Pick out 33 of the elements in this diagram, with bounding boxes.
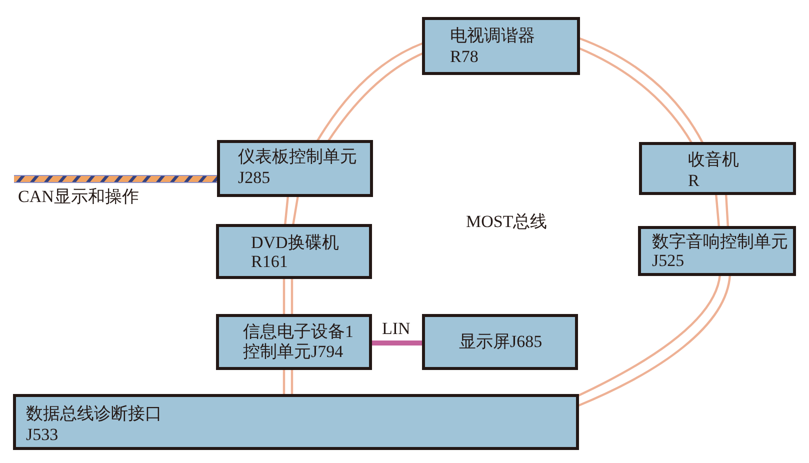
bus-line	[576, 273, 732, 408]
module-name: 电视调谐器	[450, 26, 535, 46]
module-name: 数据总线诊断接口	[26, 404, 162, 424]
bus-line	[316, 42, 425, 143]
module-box	[422, 314, 578, 370]
bus-line	[14, 175, 217, 183]
module-name: 数字音响控制单元	[652, 232, 788, 252]
module-box	[639, 142, 796, 195]
module-name: 仪表板控制单元	[238, 147, 357, 167]
module-box	[13, 394, 579, 450]
module-name: 显示屏J685	[459, 332, 542, 352]
bus-line	[372, 340, 422, 346]
module-name: 收音机	[688, 150, 739, 170]
part-number: J533	[26, 425, 58, 445]
part-number: J285	[238, 168, 270, 188]
module-box	[422, 17, 580, 75]
bus-line	[577, 36, 704, 145]
part-number: R	[688, 171, 700, 191]
bus-line	[714, 192, 730, 229]
bus-label: MOST总线	[464, 212, 550, 232]
bus-line	[282, 276, 294, 317]
bus-line	[284, 194, 300, 227]
module-box	[638, 226, 796, 276]
part-number: R161	[251, 252, 288, 272]
module-box	[217, 140, 373, 197]
edge-label: CAN显示和操作	[16, 187, 141, 207]
module-box	[216, 314, 372, 370]
module-name: DVD换碟机	[251, 233, 339, 253]
bus-line	[282, 367, 294, 397]
part-number: R78	[450, 47, 478, 67]
module-box	[216, 224, 372, 279]
part-number: J525	[652, 251, 684, 271]
module-name: 信息电子设备1控制单元J794	[243, 322, 354, 362]
